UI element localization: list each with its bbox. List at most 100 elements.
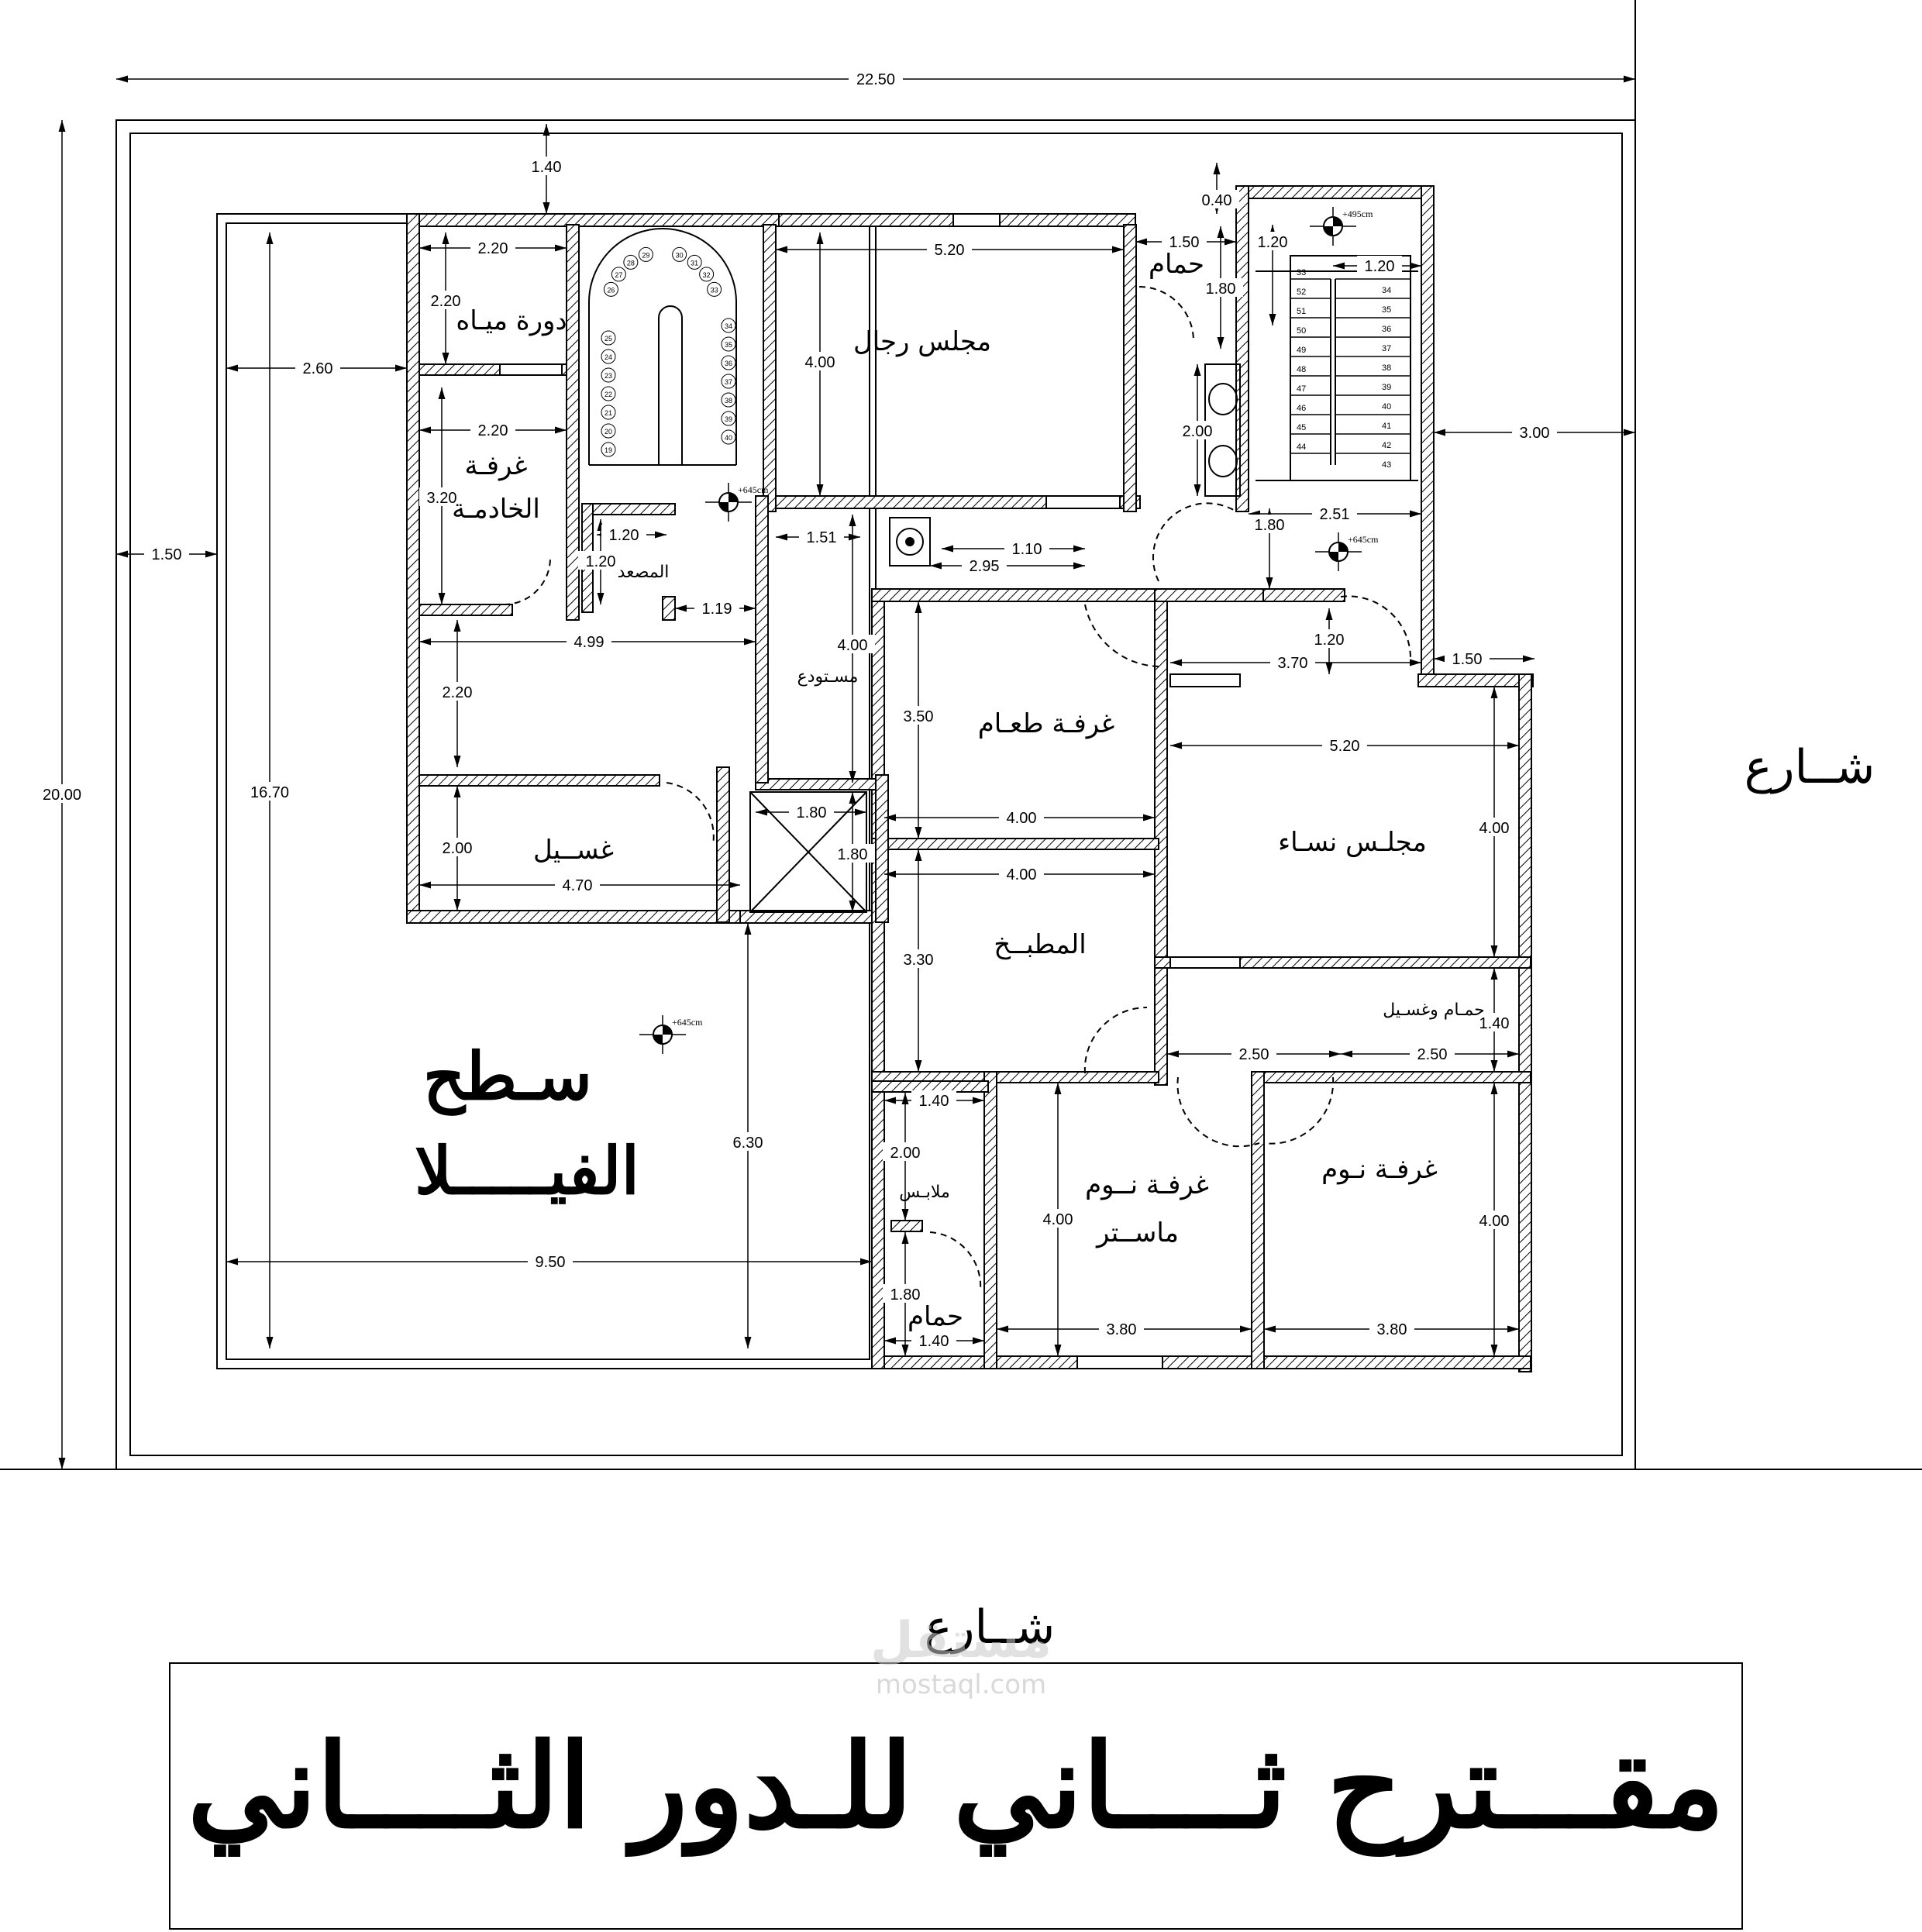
dim-label-bg-corridor-d [435, 682, 480, 701]
dim-label-kitchen-w: 4.00 [1007, 866, 1037, 883]
dim-label-closet-w: 1.40 [919, 1093, 949, 1110]
spiral-step-number: 29 [642, 251, 649, 259]
spiral-step-marker [721, 336, 736, 352]
stair-number-left: 49 [1297, 346, 1306, 355]
watermark: مستقل mostaql.com [845, 1612, 1077, 1700]
roof-label-line1: سـطح [423, 1038, 592, 1116]
spiral-step-marker [601, 405, 616, 420]
stair-number-right: 34 [1382, 286, 1391, 295]
spiral-step-marker [601, 386, 616, 401]
dim-label-bg-hall-a [1231, 1044, 1276, 1062]
dim-label-bg-majlis-d [797, 352, 842, 370]
room-master-line2: ماســتر [1095, 1217, 1179, 1248]
dim-label-bg-hall-w [1270, 653, 1315, 671]
spiral-step-marker [623, 254, 639, 270]
dim-label-left-setback: 1.50 [152, 546, 182, 563]
dim-label-corridor-w: 4.99 [574, 634, 604, 651]
stair-number-right: 37 [1382, 344, 1391, 353]
spiral-step-number: 25 [604, 335, 612, 343]
dim-label-bg-wc-depth [423, 291, 468, 309]
dim-label-bg-wc-width [470, 238, 515, 257]
spiral-step-marker [707, 281, 722, 297]
spiral-step-marker [721, 411, 736, 426]
dim-label-maid-width: 2.20 [478, 422, 508, 439]
title-block: مقـــترح ثــــاني للـدور الثــــاني [169, 1662, 1743, 1930]
dim-label-bg-master-w [1099, 1319, 1144, 1338]
dim-label-master-d: 4.00 [1043, 1211, 1073, 1228]
dim-label-bg-stair-w [1250, 232, 1295, 250]
dim-label-storage-d: 4.00 [838, 637, 868, 654]
stair-number-left: 48 [1297, 365, 1306, 374]
spiral-step-marker [699, 267, 715, 282]
room-maid-line1: غرفـة [465, 450, 528, 481]
room-mens-majlis: مجلس رجال [853, 326, 991, 357]
dim-label-bg-storage-d [830, 635, 875, 653]
dim-label-bg-lobby-gap [1307, 629, 1352, 648]
dim-label-bg-shaft-w [789, 802, 834, 821]
spiral-step-number: 40 [725, 434, 732, 442]
dim-label-closet-d: 2.00 [890, 1145, 921, 1162]
spiral-step-number: 26 [607, 286, 615, 294]
room-laundry: غســيل [533, 835, 614, 866]
dim-label-bg-bed-d [1472, 1211, 1517, 1229]
dim-label-bg-bed-w [1369, 1319, 1414, 1338]
dim-label-right-setback: 3.00 [1520, 425, 1550, 442]
dim-label-bed-d: 4.00 [1479, 1213, 1510, 1230]
dim-label-bg-bath-top-d [1198, 278, 1243, 297]
fan-icon [889, 517, 931, 567]
dim-label-bg-roof-w [528, 1252, 573, 1270]
spiral-step-marker [601, 423, 616, 439]
dim-label-bg-left-setback [144, 544, 189, 563]
elevation-markers: +495cm+645cm+645cm+645cm [639, 207, 1379, 1054]
dim-label-stair-w: 1.20 [1258, 234, 1288, 251]
dim-label-storage-w: 1.51 [807, 529, 837, 546]
dim-label-kitchen-d: 3.30 [904, 952, 934, 969]
dim-label-wc-width: 2.20 [478, 240, 508, 257]
elevation-label-e1: +495cm [1342, 208, 1373, 219]
elev-marker-fill [719, 493, 738, 511]
dim-label-bg-majlis-w [927, 239, 972, 258]
spiral-step-number: 32 [703, 271, 711, 279]
dim-label-dining-gap2: 1.10 [1012, 541, 1042, 558]
spiral-step-number: 30 [676, 251, 684, 259]
room-kitchen: المطبــخ [994, 929, 1086, 960]
elevation-label-e2: +645cm [738, 484, 769, 495]
dim-label-bg-kitchen-d [896, 949, 941, 968]
dim-label-dining-gap: 2.95 [970, 558, 1000, 575]
dim-label-bg-right-setback [1512, 422, 1557, 441]
spiral-step-number: 33 [711, 286, 718, 294]
dim-label-bg-laundry-d [435, 838, 480, 856]
spiral-step-number: 37 [725, 378, 732, 386]
dim-label-master-w: 3.80 [1107, 1321, 1137, 1338]
spiral-step-marker [601, 330, 616, 346]
spiral-step-number: 24 [604, 353, 612, 361]
room-wc: دورة ميـاه [456, 305, 567, 336]
dim-label-bg-overall-width [849, 69, 903, 88]
stair-number-right: 35 [1382, 305, 1391, 315]
spiral-step-number: 34 [725, 322, 732, 330]
dim-label-bg-dining-w [999, 808, 1044, 826]
dim-label-stair-w2: 1.20 [1365, 258, 1395, 275]
dim-label-bg-inner-depth [243, 782, 297, 801]
dim-label-bg-front-setback [524, 157, 569, 175]
street-label-right: شــارع [1745, 740, 1876, 794]
roof-label-line2: الفيـــــلا [415, 1132, 639, 1209]
dimension-lines [58, 75, 1635, 1469]
dim-label-elev-d: 1.20 [586, 553, 616, 570]
dim-label-bg-dining-gap2 [1004, 539, 1049, 557]
dim-label-bg-dining-d [896, 706, 941, 725]
stair-number-left: 47 [1297, 384, 1306, 394]
dim-label-bath-s-d: 1.80 [890, 1286, 921, 1303]
dim-label-maid-depth: 3.20 [427, 490, 457, 507]
spiral-step-marker [601, 367, 616, 383]
watermark-arabic: مستقل [870, 1612, 1052, 1669]
dim-label-lobby-gap: 1.20 [1314, 632, 1345, 649]
stair-treads [1290, 278, 1410, 454]
spiral-step-marker [721, 355, 736, 370]
spiral-step-number: 35 [725, 341, 732, 349]
site-labels: سـطح الفيـــــلا شــارع شــارع [415, 740, 1875, 1655]
elevation-label-e4: +645cm [672, 1017, 703, 1028]
stair-number-right: 43 [1382, 460, 1391, 470]
dim-label-bg-hall-b [1410, 1044, 1455, 1062]
dim-label-bg-storage-w [799, 527, 844, 546]
